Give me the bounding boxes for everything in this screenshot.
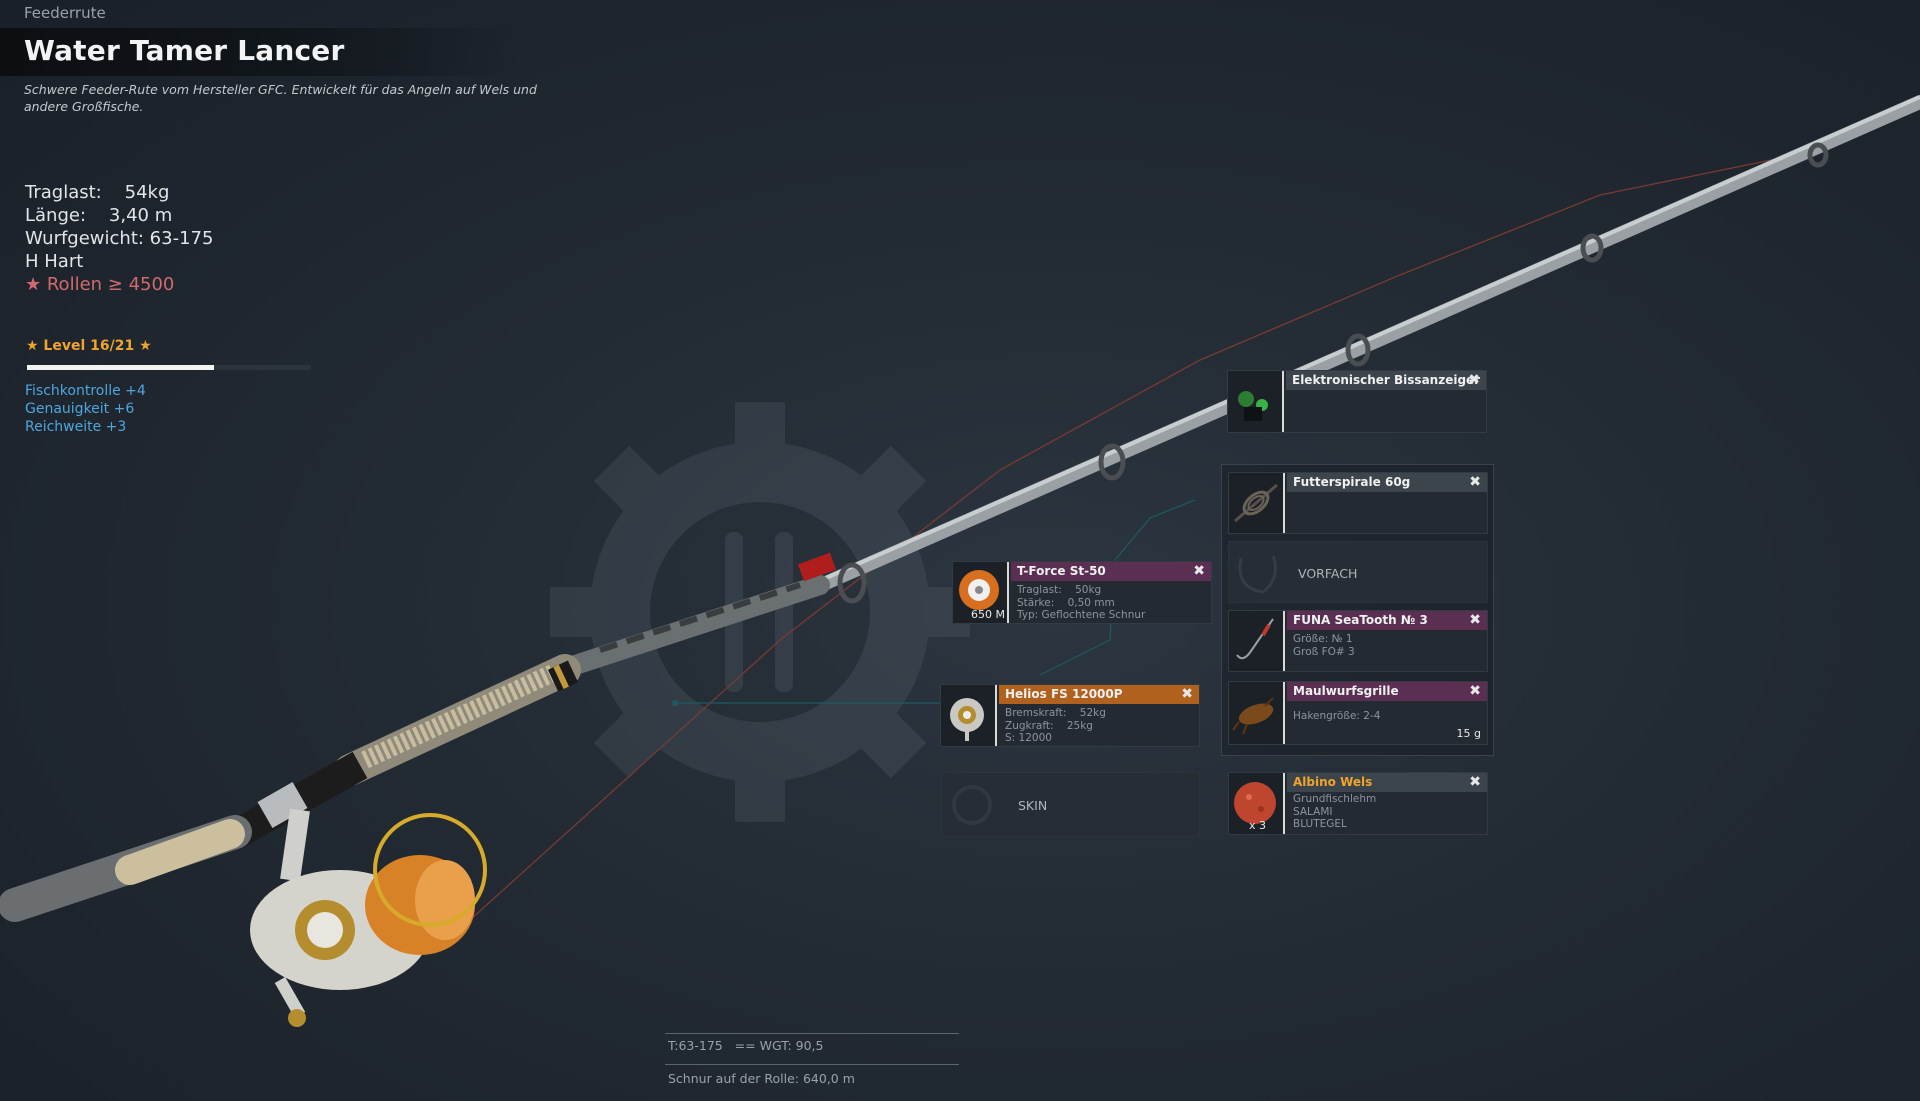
- feeder-header: Futterspirale 60g: [1287, 473, 1487, 492]
- skin-icon: [952, 785, 992, 825]
- rod-stats: Traglast: 54kg Länge: 3,40 m Wurfgewicht…: [25, 181, 213, 296]
- stat-length: Länge: 3,40 m: [25, 205, 173, 226]
- groundbait-ball-icon: x 3: [1229, 773, 1285, 834]
- reel-info: Bremskraft: 52kg Zugkraft: 25kg S: 12000: [1005, 707, 1106, 744]
- item-title: Water Tamer Lancer: [24, 34, 345, 67]
- slot-reel[interactable]: Helios FS 12000P ✖ Bremskraft: 52kg Zugk…: [940, 684, 1200, 747]
- title-bar: [0, 28, 520, 76]
- close-icon[interactable]: ✖: [1468, 372, 1480, 388]
- bite-alarm-title: Elektronischer Bissanzeiger: [1292, 373, 1481, 387]
- groundbait-info: Grundfischlehm SALAMI BLUTEGEL: [1293, 793, 1377, 830]
- close-icon[interactable]: ✖: [1469, 774, 1481, 790]
- footer-divider-top: [665, 1033, 959, 1034]
- bite-alarm-header: Elektronischer Bissanzeiger: [1286, 371, 1486, 390]
- feeder-title: Futterspirale 60g: [1293, 475, 1411, 489]
- feeder-spiral-icon: [1229, 473, 1285, 533]
- line-spool-icon: 650 M: [953, 562, 1009, 623]
- reel-icon: [941, 685, 997, 746]
- reel-illustration: [250, 808, 487, 1027]
- cricket-bait-icon: [1229, 682, 1285, 744]
- bait-title: Maulwurfsgrille: [1293, 684, 1399, 698]
- leader-label: VORFACH: [1298, 566, 1358, 581]
- bait-weight: 15 g: [1456, 727, 1481, 740]
- item-category: Feederrute: [24, 4, 106, 22]
- level-label: ★ Level 16/21 ★: [26, 338, 152, 354]
- footer-tackle-info: T:63-175 == WGT: 90,5: [668, 1038, 824, 1053]
- reel-title: Helios FS 12000P: [1005, 687, 1123, 701]
- stat-load: Traglast: 54kg: [25, 182, 170, 203]
- slot-feeder[interactable]: Futterspirale 60g ✖: [1228, 472, 1488, 534]
- stat-requirement: ★ Rollen ≥ 4500: [25, 274, 175, 295]
- reel-header: Helios FS 12000P: [999, 685, 1199, 704]
- footer-line-on-reel: Schnur auf der Rolle: 640,0 m: [668, 1071, 855, 1086]
- bonus-list: Fischkontrolle +4 Genauigkeit +6 Reichwe…: [25, 382, 146, 436]
- groundbait-header: Albino Wels: [1287, 773, 1487, 792]
- footer-divider-bottom: [665, 1064, 959, 1065]
- close-icon[interactable]: ✖: [1469, 683, 1481, 699]
- bait-header: Maulwurfsgrille: [1287, 682, 1487, 701]
- slot-groundbait[interactable]: x 3 Albino Wels ✖ Grundfischlehm SALAMI …: [1228, 772, 1488, 835]
- close-icon[interactable]: ✖: [1181, 686, 1193, 702]
- slot-line[interactable]: 650 M T-Force St-50 ✖ Traglast: 50kg Stä…: [952, 561, 1212, 624]
- slot-leader[interactable]: VORFACH: [1228, 541, 1488, 603]
- line-length: 650 M: [971, 608, 1005, 621]
- hook-title: FUNA SeaTooth № 3: [1293, 613, 1428, 627]
- level-progress-fill: [27, 365, 215, 370]
- close-icon[interactable]: ✖: [1193, 563, 1205, 579]
- slot-hook[interactable]: FUNA SeaTooth № 3 ✖ Größe: № 1 Groß FO# …: [1228, 610, 1488, 672]
- hook-header: FUNA SeaTooth № 3: [1287, 611, 1487, 630]
- slot-skin[interactable]: SKIN: [941, 772, 1200, 837]
- line-title: T-Force St-50: [1017, 564, 1106, 578]
- close-icon[interactable]: ✖: [1469, 474, 1481, 490]
- item-description: Schwere Feeder-Rute vom Hersteller GFC. …: [24, 82, 537, 114]
- line-info: Traglast: 50kg Stärke: 0,50 mm Typ: Gefl…: [1017, 584, 1146, 621]
- line-header: T-Force St-50: [1011, 562, 1211, 581]
- close-icon[interactable]: ✖: [1469, 612, 1481, 628]
- skin-label: SKIN: [1018, 798, 1048, 813]
- bonus-fish-control: Fischkontrolle +4: [25, 383, 146, 399]
- groundbait-title: Albino Wels: [1293, 775, 1373, 789]
- level-progress-bar: [27, 365, 311, 370]
- stat-action: H Hart: [25, 251, 84, 272]
- leader-icon: [1238, 555, 1277, 594]
- hook-icon: [1229, 611, 1285, 671]
- groundbait-qty: x 3: [1249, 819, 1267, 832]
- bonus-range: Reichweite +3: [25, 419, 127, 435]
- bonus-accuracy: Genauigkeit +6: [25, 401, 135, 417]
- slot-bite-alarm[interactable]: Elektronischer Bissanzeiger ✖: [1227, 370, 1487, 433]
- bait-info: Hakengröße: 2-4: [1293, 710, 1381, 722]
- slot-bait[interactable]: Maulwurfsgrille ✖ Hakengröße: 2-4 15 g: [1228, 681, 1488, 745]
- hook-info: Größe: № 1 Groß FO# 3: [1293, 633, 1355, 658]
- stat-cast-weight: Wurfgewicht: 63-175: [25, 228, 214, 249]
- fishing-line: [469, 149, 1821, 921]
- bite-alarm-icon: [1228, 371, 1284, 432]
- rod-blank: [803, 95, 1920, 597]
